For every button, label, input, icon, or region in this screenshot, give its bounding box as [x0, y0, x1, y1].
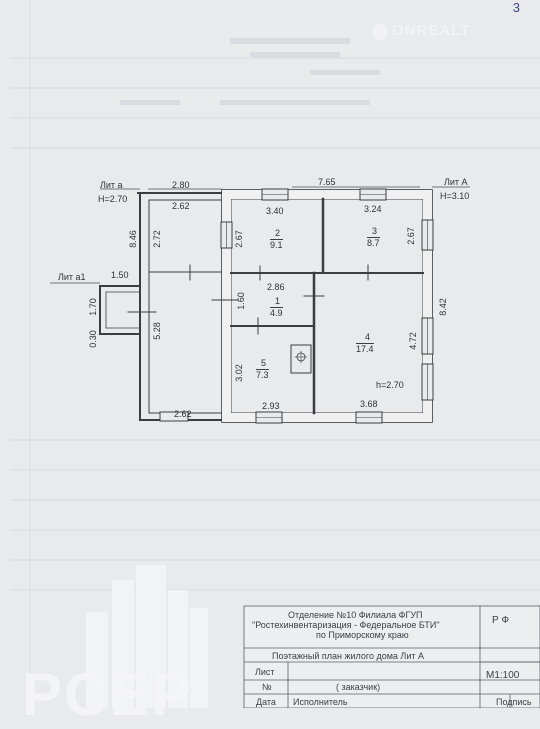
room-2-number: 2	[275, 228, 281, 238]
lit-a-label: Лит а	[100, 180, 123, 190]
watermark-logo-icon	[372, 24, 388, 40]
ruled-lines	[10, 0, 540, 708]
dim-porch-lower: 0.30	[87, 330, 98, 348]
dim-room4-side: 4.72	[407, 332, 418, 350]
dim-top-left: 2.80	[172, 180, 190, 190]
watermark-bottom-logo: PCEP	[22, 661, 194, 728]
dim-left-inner: 2.72	[151, 230, 162, 248]
dim-porch-width: 1.50	[111, 270, 129, 280]
dim-room2-side: 2.67	[233, 230, 244, 248]
dim-room5-side: 3.02	[233, 364, 244, 382]
lit-a-height: H=2.70	[98, 194, 128, 204]
dim-room1-side: 1.60	[235, 292, 246, 310]
room-4-number: 4	[365, 332, 371, 342]
title-customer: ( заказчик)	[336, 682, 381, 692]
watermark-brand: ONREALT	[392, 22, 471, 39]
building-plan	[99, 188, 434, 424]
room-2-area: 9.1	[270, 239, 283, 250]
dim-inner-top-left: 2.62	[172, 201, 190, 211]
room-3-number: 3	[372, 226, 378, 236]
sheet-number-mark: 3	[512, 0, 520, 15]
watermark-buildings	[86, 565, 208, 708]
title-signature-label: Подпись	[496, 697, 532, 707]
dim-hall-side: 5.28	[151, 322, 162, 340]
room-height-label: h=2.70	[376, 380, 404, 390]
room-1-number: 1	[275, 296, 281, 306]
dim-bottom-left: 2.62	[174, 409, 192, 419]
lit-A-height: H=3.10	[440, 191, 470, 201]
room-5-area: 7.3	[256, 369, 269, 380]
title-executor-label: Исполнитель	[293, 697, 348, 707]
title-number-label: №	[262, 682, 272, 692]
title-org-line3: по Приморскому краю	[316, 630, 409, 640]
lit-a1-label: Лит а1	[58, 272, 86, 282]
floor-plan-sheet	[10, 0, 540, 708]
title-date-label: Дата	[256, 697, 276, 707]
title-plan-name: Поэтажный план жилого дома Лит А	[272, 651, 424, 661]
dim-room4-bottom: 3.68	[360, 399, 378, 409]
title-block	[243, 605, 540, 708]
dim-room2-top: 3.40	[266, 206, 284, 216]
room-5-number: 5	[261, 358, 267, 368]
dim-top-right: 7.65	[318, 177, 336, 187]
title-country: Р Ф	[492, 615, 510, 626]
dim-right-outer: 8.42	[437, 298, 448, 316]
dimension-lines	[50, 186, 470, 284]
room-4-area: 17.4	[356, 343, 374, 354]
dim-room3-top: 3.24	[364, 204, 382, 214]
room-1-area: 4.9	[270, 307, 283, 318]
dim-porch-side: 1.70	[87, 298, 98, 316]
title-scale: М1:100	[486, 670, 520, 681]
faded-header-marks	[120, 38, 380, 105]
title-org-line1: Отделение №10 Филиала ФГУП	[288, 610, 423, 620]
dim-room3-side: 2.67	[405, 227, 416, 245]
title-org-line2: "Ростехинвентаризация - Федеральное БТИ"	[252, 620, 440, 630]
dim-room1-width: 2.86	[267, 282, 285, 292]
room-3-area: 8.7	[367, 237, 380, 248]
title-sheet-label: Лист	[255, 667, 275, 677]
lit-A-label: Лит А	[444, 177, 468, 187]
dim-room5-bottom: 2.93	[262, 401, 280, 411]
dim-left-outer: 8.46	[127, 230, 138, 248]
